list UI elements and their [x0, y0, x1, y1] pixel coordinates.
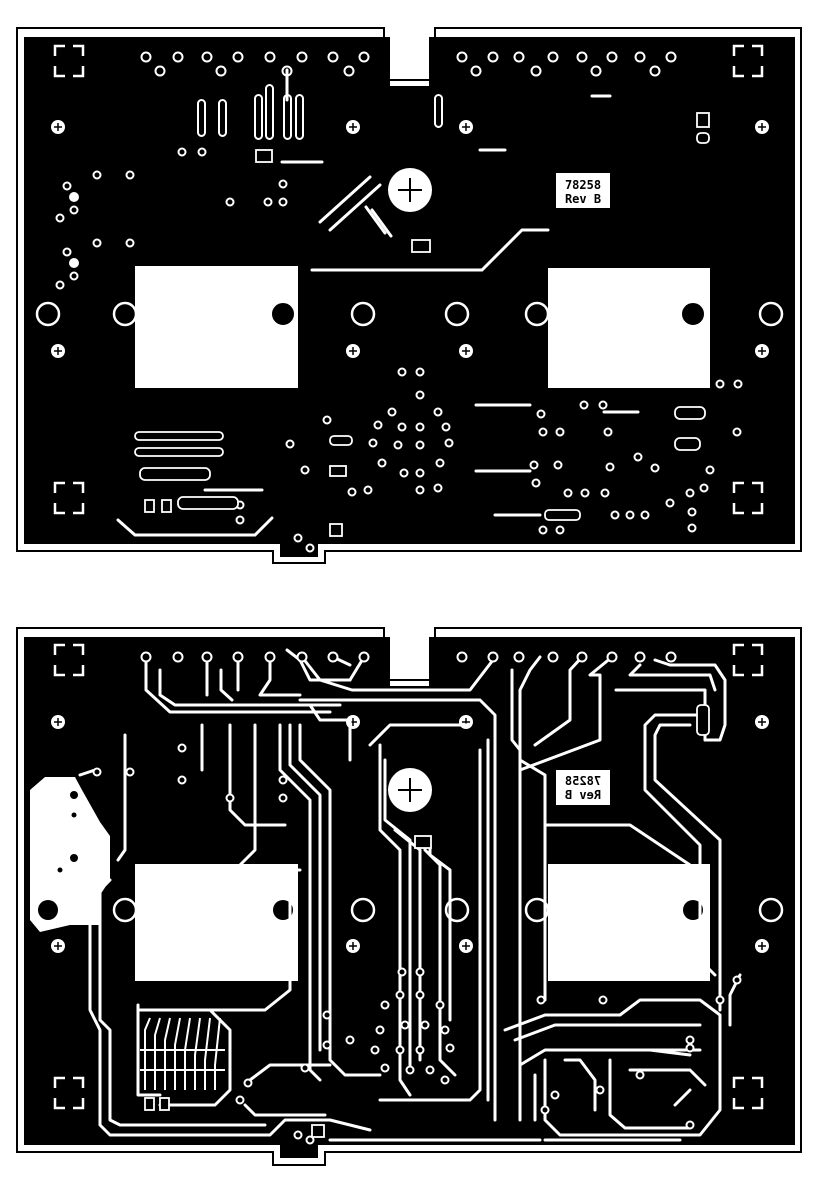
- top-part-number: 78258: [565, 178, 601, 192]
- bottom-crosshair-target: [388, 768, 432, 812]
- top-heatsink-pad-left: [135, 266, 298, 388]
- top-revision: Rev B: [565, 192, 601, 206]
- bottom-heatsink-pad-right: [548, 864, 710, 981]
- bottom-heatsink-pad-left: [135, 864, 298, 981]
- bottom-layer-view: 78258 Rev B: [17, 628, 801, 1165]
- top-part-label: 78258 Rev B: [556, 173, 610, 208]
- bottom-part-label: 78258 Rev B: [556, 770, 610, 805]
- top-heatsink-pad-right: [548, 268, 710, 388]
- top-layer-view: 78258 Rev B: [17, 28, 801, 563]
- bottom-part-number: 78258: [565, 774, 601, 788]
- top-crosshair-target: [388, 168, 432, 212]
- bottom-revision: Rev B: [565, 788, 601, 802]
